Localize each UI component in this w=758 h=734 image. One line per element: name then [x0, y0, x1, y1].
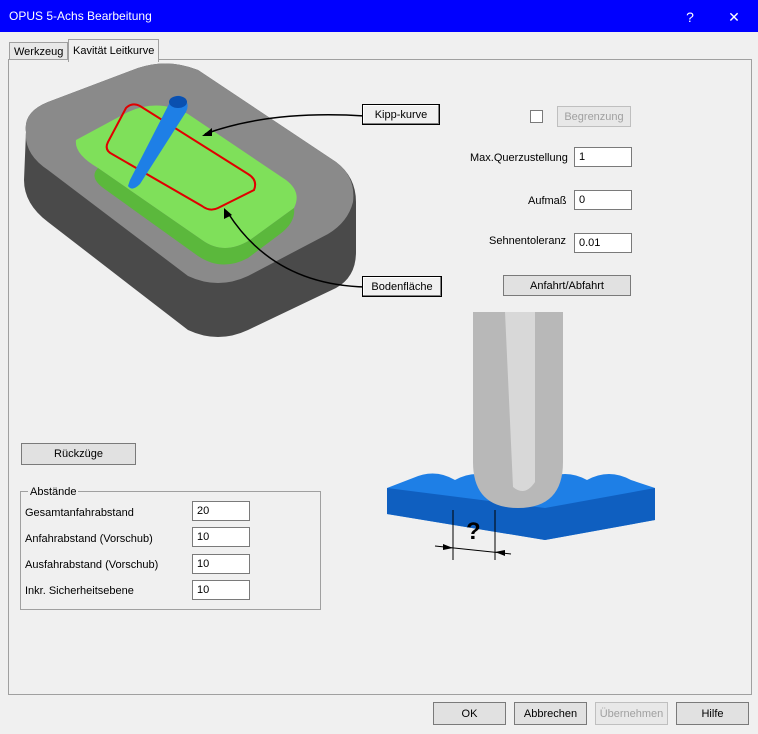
abstaende-group: [20, 491, 321, 610]
bodenflaeche-arrow: [224, 208, 367, 288]
sicherheitsebene-input[interactable]: [192, 580, 250, 600]
aufmass-label: Aufmaß: [528, 195, 567, 207]
ausfahrabstand-label: Ausfahrabstand (Vorschub): [25, 559, 159, 571]
ausfahrabstand-input[interactable]: [192, 554, 250, 574]
begrenzung-checkbox[interactable]: [530, 110, 543, 123]
anfahrt-abfahrt-button[interactable]: Anfahrt/Abfahrt: [503, 275, 631, 296]
begrenzung-button[interactable]: Begrenzung: [557, 106, 631, 127]
sehnentoleranz-input[interactable]: [574, 233, 632, 253]
help-icon[interactable]: ?: [686, 9, 694, 25]
anfahrabstand-label: Anfahrabstand (Vorschub): [25, 533, 153, 545]
bodenflaeche-label: Bodenfläche: [362, 276, 442, 297]
sehnentoleranz-label: Sehnentoleranz: [489, 235, 567, 247]
max-querzustellung-label: Max.Querzustellung: [470, 152, 568, 164]
ok-button[interactable]: OK: [433, 702, 506, 725]
gesamtanfahrabstand-input[interactable]: [192, 501, 250, 521]
kipp-kurve-label: Kipp-kurve: [362, 104, 440, 125]
anfahrabstand-input[interactable]: [192, 527, 250, 547]
abstaende-title: Abstände: [28, 486, 79, 498]
gesamtanfahrabstand-label: Gesamtanfahrabstand: [25, 507, 134, 519]
window-title: OPUS 5-Achs Bearbeitung: [9, 9, 152, 23]
max-querzustellung-input[interactable]: [574, 147, 632, 167]
sicherheitsebene-label: Inkr. Sicherheitsebene: [25, 585, 134, 597]
apply-button[interactable]: Übernehmen: [595, 702, 668, 725]
tab-werkzeug[interactable]: Werkzeug: [9, 42, 69, 62]
mold-illustration: [24, 63, 356, 338]
question-mark: ?: [466, 518, 481, 545]
ball-mill-illustration: [387, 312, 655, 560]
title-bar: OPUS 5-Achs Bearbeitung ? ✕: [0, 0, 758, 32]
help-button[interactable]: Hilfe: [676, 702, 749, 725]
tab-kavitaet-leitkurve[interactable]: Kavität Leitkurve: [68, 39, 160, 62]
close-icon[interactable]: ✕: [728, 9, 740, 25]
aufmass-input[interactable]: [574, 190, 632, 210]
rueckzuege-button[interactable]: Rückzüge: [21, 443, 136, 465]
kipp-kurve-arrow: [202, 114, 366, 136]
cancel-button[interactable]: Abbrechen: [514, 702, 587, 725]
